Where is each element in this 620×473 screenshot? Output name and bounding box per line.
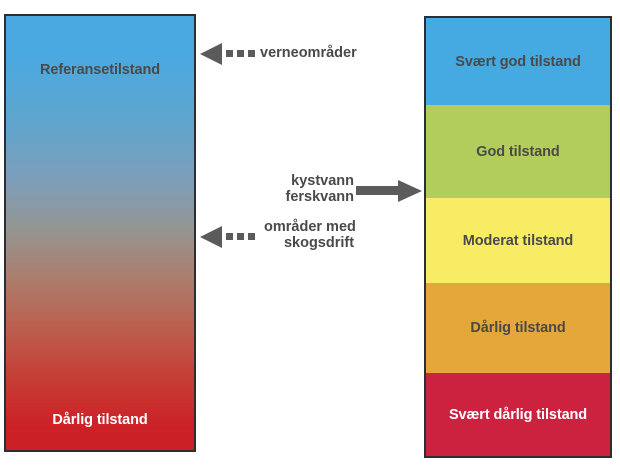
annotation-kystvann-line2: ferskvann (285, 189, 354, 206)
annotation-kystvann-line1: kystvann (291, 173, 354, 189)
annotation-skogsdrift-line1: områder med (264, 219, 356, 235)
reference-state-top-label: Referansetilstand (40, 62, 160, 78)
dashed-left-arrow-icon (200, 43, 255, 65)
status-class-bar: Svært god tilstand God tilstand Moderat … (424, 16, 612, 458)
solid-right-arrow-icon (356, 180, 422, 202)
status-band-label: God tilstand (476, 143, 560, 160)
status-band-label: Dårlig tilstand (470, 320, 566, 336)
status-band-svaert-darlig: Svært dårlig tilstand (426, 373, 610, 456)
dashed-left-arrow-icon-2 (200, 226, 255, 248)
reference-state-bar: Referansetilstand Dårlig tilstand (4, 14, 196, 452)
status-band-moderat: Moderat tilstand (426, 198, 610, 283)
status-band-svaert-god: Svært god tilstand (426, 18, 610, 105)
annotation-kystvann-label: kystvann ferskvann (274, 173, 354, 205)
status-band-god: God tilstand (426, 105, 610, 198)
status-band-label: Moderat tilstand (462, 232, 574, 249)
annotation-verneomrader-label: verneområder (260, 45, 357, 61)
status-band-label: Svært dårlig tilstand (448, 406, 588, 423)
reference-state-bottom-label: Dårlig tilstand (52, 412, 148, 428)
annotation-skogsdrift-line2: skogsdrift (283, 235, 355, 252)
status-band-label: Svært god tilstand (455, 53, 581, 70)
status-band-darlig: Dårlig tilstand (426, 283, 610, 373)
annotation-skogsdrift-label: områder med skogsdrift (264, 219, 374, 251)
